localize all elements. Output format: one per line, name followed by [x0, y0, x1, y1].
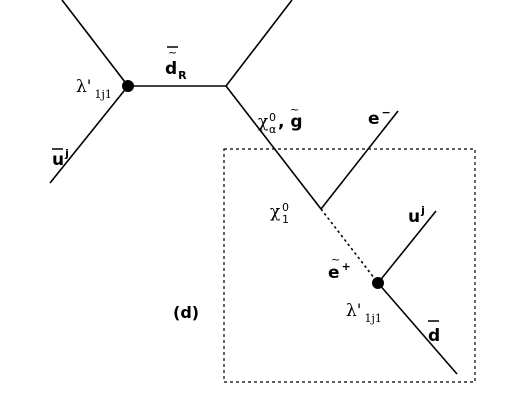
outgoing-line-top-right [225, 0, 293, 87]
svg-text:0: 0 [282, 201, 289, 214]
svg-text:χ: χ [270, 202, 280, 222]
panel-label: (d) [173, 303, 199, 322]
incoming-line-antiquark [49, 85, 129, 184]
neutralino-gluino-label: χ 0 α , g ~ [258, 103, 303, 136]
antiquark-u-label: uj [52, 147, 69, 170]
svg-text:dR: dR [165, 59, 187, 82]
antiquark-d-label: d [428, 320, 440, 346]
electron-label: e− [368, 106, 391, 129]
neutralino-alpha-line [225, 85, 322, 210]
incoming-line-top-left [61, 0, 129, 87]
svg-text:, g: , g [278, 112, 303, 132]
svg-text:χ: χ [258, 112, 268, 132]
svg-text:1: 1 [282, 213, 289, 226]
svg-text:e+: e+ [328, 260, 351, 283]
squark-dR-label: ~ dR [165, 46, 187, 82]
svg-text:~: ~ [331, 253, 340, 266]
quark-uj-line [377, 210, 437, 284]
quark-uj-label: uj [408, 204, 425, 227]
lambda-bottom-label: λ'1j1 [346, 301, 382, 325]
neutralino-1-label: χ 0 1 [270, 201, 289, 226]
decay-box [223, 148, 476, 383]
svg-text:α: α [269, 123, 276, 136]
svg-text:~: ~ [168, 46, 177, 59]
svg-text:0: 0 [269, 111, 276, 124]
vertex-top [122, 80, 134, 92]
svg-text:d: d [428, 326, 440, 346]
svg-text:uj: uj [52, 147, 69, 170]
electron-line [320, 110, 399, 210]
antiquark-d-line [377, 282, 458, 375]
selectron-dotted-line [320, 208, 379, 284]
lambda-top-label: λ'1j1 [76, 77, 112, 101]
vertex-bottom [372, 277, 384, 289]
selectron-label: ~ e+ [328, 253, 351, 283]
svg-text:~: ~ [290, 103, 299, 116]
